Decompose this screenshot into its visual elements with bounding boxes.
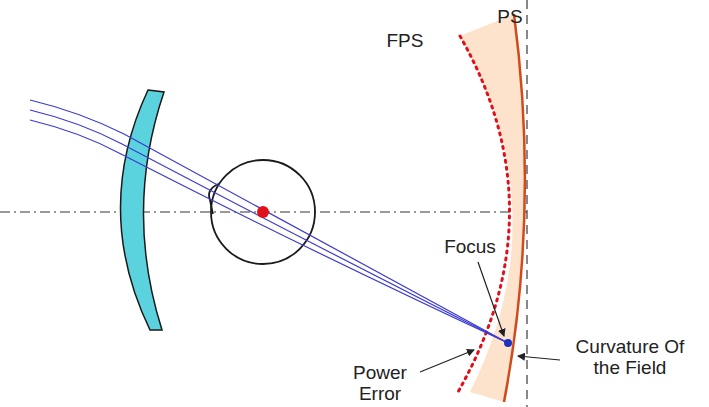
callout-label: Focus [430, 236, 510, 257]
fps-curve [458, 36, 510, 392]
dashed-line [526, 0, 528, 407]
eye [211, 160, 315, 264]
focus-point [504, 339, 512, 347]
surface-label: FPS [375, 30, 435, 51]
error-band [460, 14, 525, 402]
leader-line [518, 356, 560, 360]
lens [120, 90, 164, 330]
surface-label: PS [488, 6, 532, 27]
callout-label: Power Error [344, 362, 416, 404]
rotation-center [257, 206, 269, 218]
ps-curve [504, 14, 525, 402]
leader-line [420, 350, 474, 372]
callout-label: Curvature Of the Field [560, 336, 700, 378]
leader-line [478, 262, 504, 336]
rays [30, 100, 508, 343]
